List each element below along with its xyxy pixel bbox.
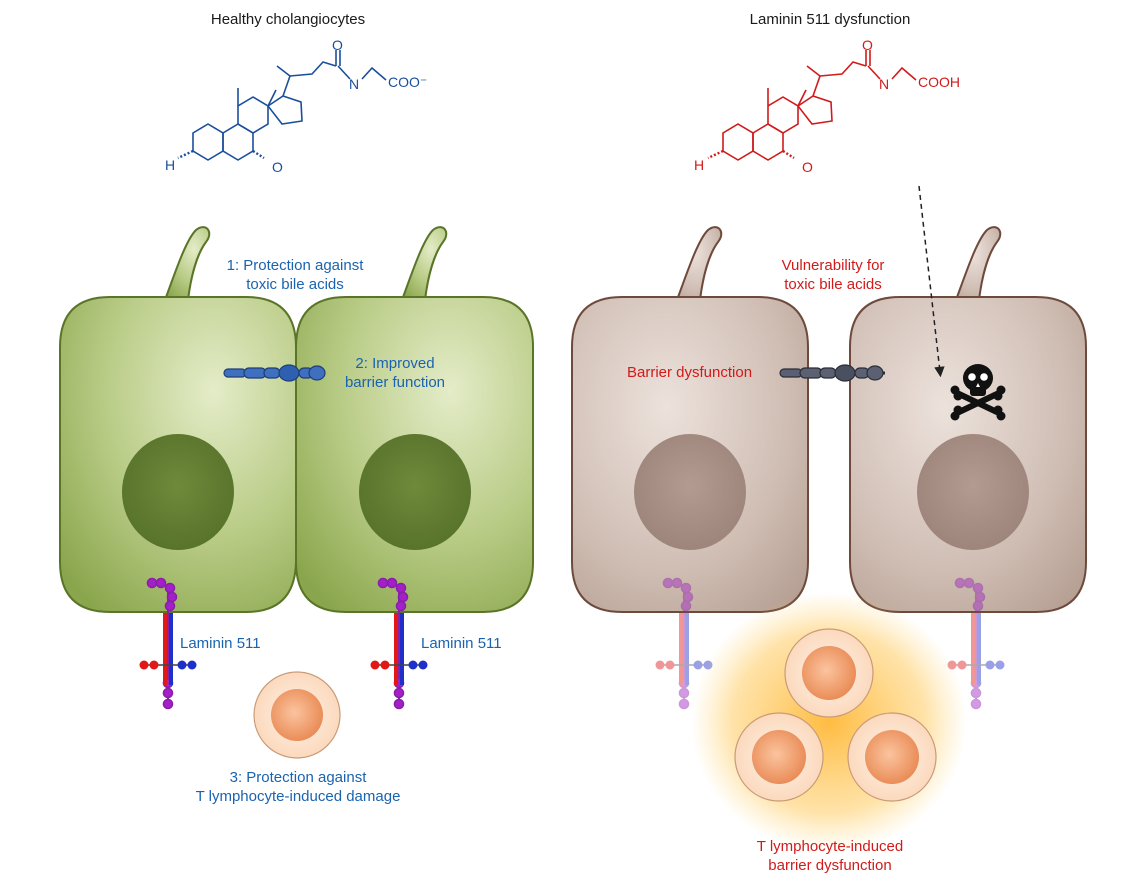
- label-vulnerability-line2: toxic bile acids: [784, 276, 882, 293]
- dysfunction-cell-left: [571, 226, 809, 613]
- tight-junction-dysfunction: [779, 364, 885, 382]
- laminin-511-faded-left: [655, 577, 713, 710]
- dysfunction-cell-right: [849, 226, 1087, 613]
- label-protection-bile-acids-line1: 1: Protection against: [226, 257, 364, 274]
- molecule-carboxyl-healthy: COO⁻: [388, 74, 427, 90]
- panel-title-dysfunction: Laminin 511 dysfunction: [749, 11, 911, 28]
- laminin-511-faded-right: [947, 577, 1005, 710]
- molecule-atom-h-healthy: H: [165, 157, 175, 173]
- label-t-lymphocyte-barrier-dysfunction: T lymphocyte-induced barrier dysfunction: [720, 837, 940, 875]
- label-protection-bile-acids: 1: Protection against toxic bile acids: [205, 256, 385, 294]
- molecule-atom-o-bottom-dysfunction: O: [802, 159, 813, 175]
- label-t-induced-line2: barrier dysfunction: [768, 857, 892, 874]
- nucleus-healthy-left: [122, 434, 234, 550]
- tight-junction-healthy: [223, 364, 326, 382]
- label-vulnerability-bile-acids: Vulnerability for toxic bile acids: [748, 256, 918, 294]
- label-laminin-right: Laminin 511: [421, 635, 502, 652]
- label-improved-barrier-line1: 2: Improved: [355, 355, 435, 372]
- label-t-induced-line1: T lymphocyte-induced: [756, 838, 904, 855]
- molecule-atom-o-bottom-healthy: O: [272, 159, 283, 175]
- label-barrier-dysfunction: Barrier dysfunction: [627, 364, 753, 381]
- nucleus-healthy-right: [359, 434, 471, 550]
- molecule-atom-o-top-dysfunction: O: [862, 37, 873, 53]
- molecule-carboxyl-dysfunction: COOH: [918, 74, 960, 90]
- molecule-atom-h-dysfunction: H: [694, 157, 704, 173]
- label-protection-t-lymphocyte-line2: T lymphocyte-induced damage: [195, 788, 401, 805]
- nucleus-dysfunction-left: [634, 434, 746, 550]
- laminin-511-left: [139, 577, 197, 710]
- healthy-cell-right: [295, 226, 534, 613]
- t-lymphocyte-activated-top: [784, 628, 874, 718]
- molecule-atom-n-healthy: N: [349, 76, 359, 92]
- label-vulnerability-line1: Vulnerability for: [781, 257, 885, 274]
- t-lymphocyte-activated-right: [847, 712, 937, 802]
- label-improved-barrier-line2: barrier function: [344, 374, 446, 391]
- label-laminin-left: Laminin 511: [180, 635, 261, 652]
- panel-title-healthy: Healthy cholangiocytes: [210, 11, 366, 28]
- label-protection-t-lymphocyte-line1: 3: Protection against: [229, 769, 367, 786]
- molecule-atom-o-top-healthy: O: [332, 37, 343, 53]
- laminin-511-right: [370, 577, 428, 710]
- bile-acid-molecule-dysfunction: [707, 50, 917, 161]
- skull-crossbones-icon: [950, 364, 1006, 421]
- label-improved-barrier: 2: Improved barrier function: [330, 354, 460, 392]
- bile-acid-molecule-healthy: [177, 50, 387, 161]
- t-lymphocyte-healthy: [253, 671, 341, 759]
- nucleus-dysfunction-right: [917, 434, 1029, 550]
- label-protection-t-lymphocyte: 3: Protection against T lymphocyte-induc…: [168, 768, 428, 806]
- label-protection-bile-acids-line2: toxic bile acids: [246, 276, 344, 293]
- molecule-atom-n-dysfunction: N: [879, 76, 889, 92]
- t-lymphocyte-activated-left: [734, 712, 824, 802]
- bile-acid-entry-arrow: [918, 185, 945, 378]
